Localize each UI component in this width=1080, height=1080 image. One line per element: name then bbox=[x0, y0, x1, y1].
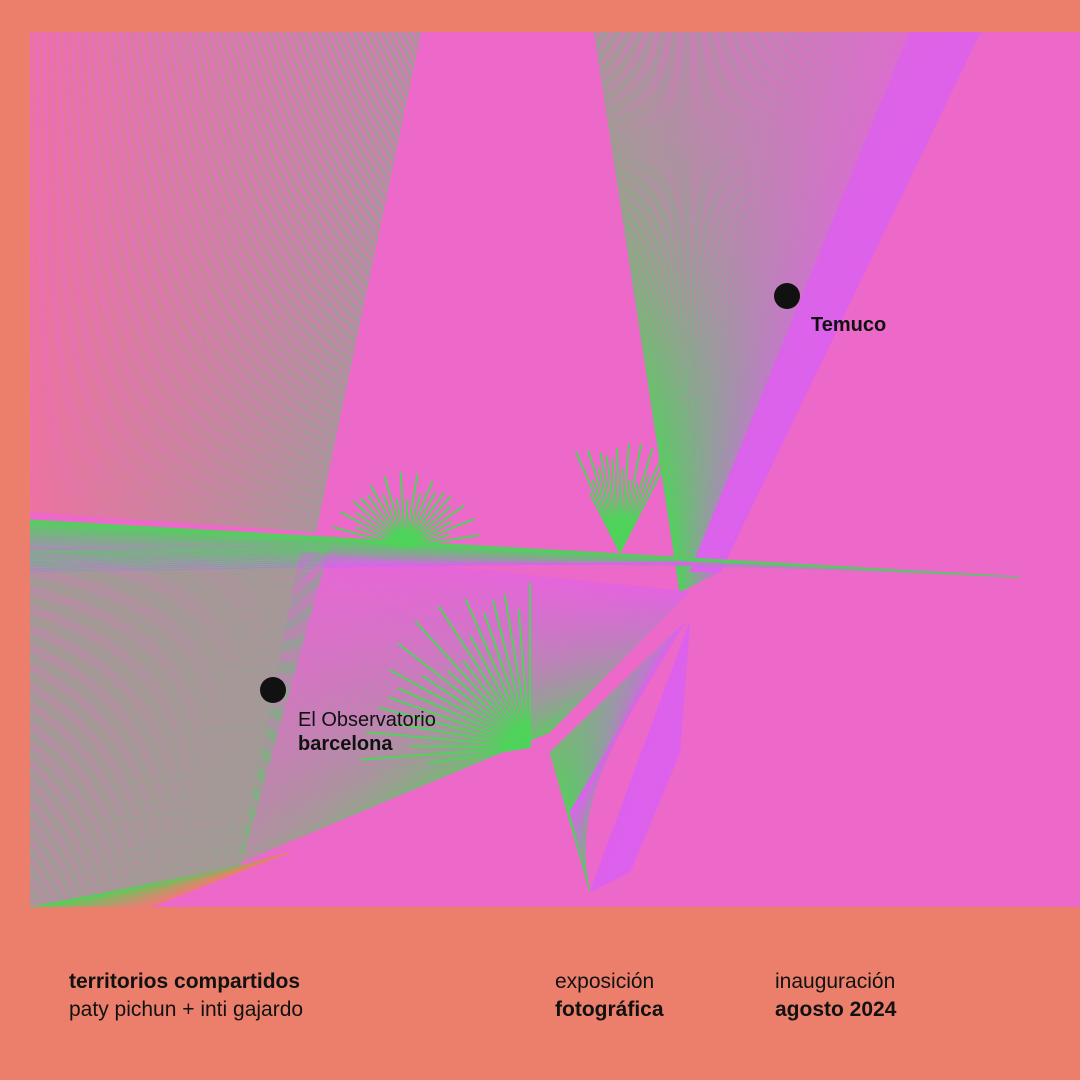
fan-upper-right-violet bbox=[689, 32, 981, 573]
temuco-label: Temuco bbox=[811, 314, 887, 336]
fan-upper-left bbox=[30, 32, 421, 533]
footer-type-block: exposición fotográfica bbox=[555, 968, 664, 1024]
date-line1: inauguración bbox=[775, 970, 896, 993]
fan-lower-left bbox=[30, 546, 331, 907]
city-name: barcelona bbox=[298, 733, 393, 755]
authors: paty pichun + inti gajardo bbox=[69, 998, 304, 1021]
venue-name: El Observatorio bbox=[298, 709, 436, 731]
barcelona-marker bbox=[260, 677, 286, 703]
type-line1: exposición bbox=[555, 970, 655, 993]
footer: territorios compartidos paty pichun + in… bbox=[0, 907, 1080, 1080]
fan-lower-loop-inner bbox=[589, 621, 691, 893]
burst-mid-right bbox=[574, 443, 664, 553]
date-line2: agosto 2024 bbox=[775, 998, 897, 1021]
burst-lower bbox=[360, 583, 531, 764]
exhibition-title: territorios compartidos bbox=[69, 970, 301, 993]
line-art bbox=[30, 32, 1021, 907]
fan-lower-loop bbox=[549, 621, 686, 893]
footer-title-block: territorios compartidos paty pichun + in… bbox=[69, 968, 303, 1024]
barcelona-label: El Observatorio barcelona bbox=[298, 708, 436, 756]
footer-date-block: inauguración agosto 2024 bbox=[775, 968, 896, 1024]
temuco-marker bbox=[774, 283, 800, 309]
burst-center bbox=[332, 472, 480, 548]
fan-lower-left-bottom bbox=[30, 851, 291, 907]
generative-artwork: Temuco El Observatorio barcelona bbox=[30, 32, 1080, 907]
type-line2: fotográfica bbox=[555, 998, 664, 1021]
